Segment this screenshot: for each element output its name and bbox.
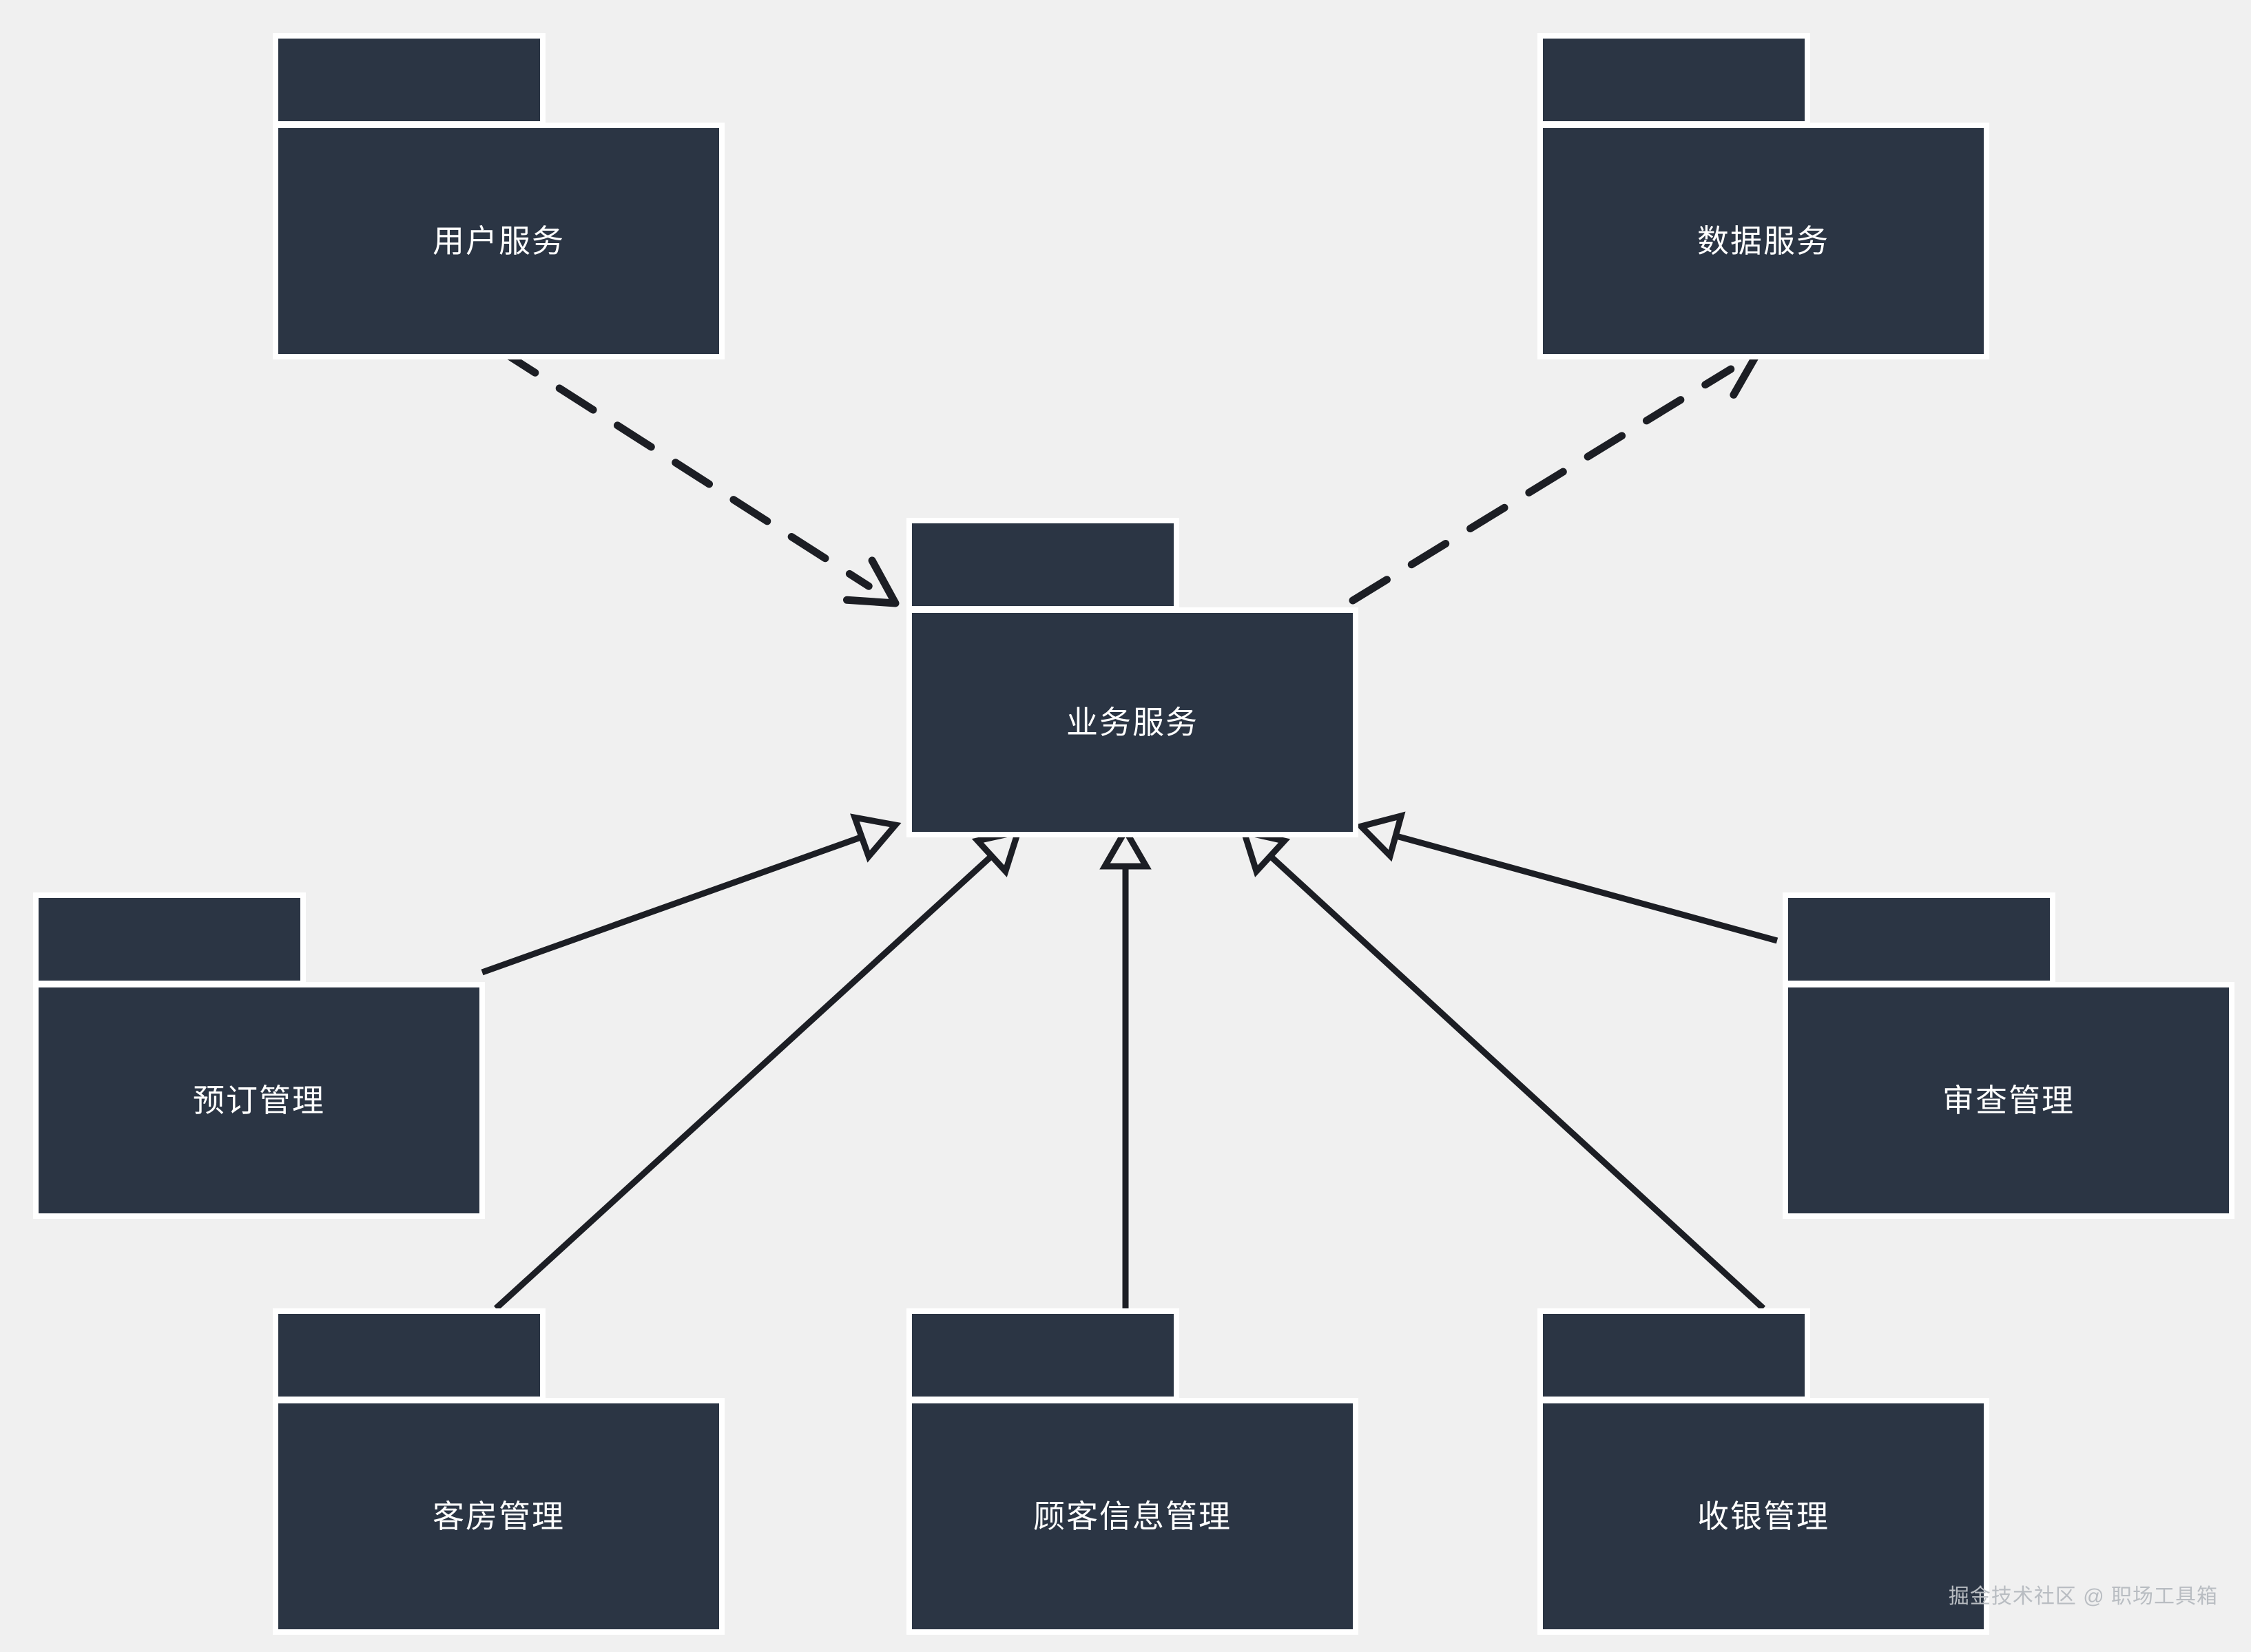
edge-customer-info-management-to-business-service — [1099, 824, 1152, 1308]
package-tab-data-service — [1537, 33, 1810, 127]
package-label-audit-management: 审查管理 — [1942, 1083, 2075, 1118]
package-body-room-management: 客房管理 — [273, 1398, 725, 1635]
package-label-room-management: 客房管理 — [433, 1498, 565, 1534]
package-body-data-service: 数据服务 — [1537, 123, 1989, 359]
arrowhead-generalization-room-management-to-business-service — [971, 827, 1023, 878]
edge-booking-management-to-business-service — [481, 813, 902, 976]
package-label-booking-management: 预订管理 — [193, 1083, 325, 1118]
package-label-business-service: 业务服务 — [1066, 704, 1199, 740]
package-tab-audit-management — [1783, 892, 2055, 986]
package-label-data-service: 数据服务 — [1697, 223, 1829, 259]
package-label-cashier-management: 收银管理 — [1697, 1498, 1829, 1534]
package-body-audit-management: 审查管理 — [1783, 982, 2234, 1219]
package-body-business-service: 业务服务 — [906, 607, 1358, 837]
package-tab-cashier-management — [1537, 1308, 1810, 1402]
edge-cashier-management-to-business-service — [1239, 827, 1766, 1311]
edge-line-room-management-to-business-service — [493, 853, 994, 1311]
package-body-booking-management: 预订管理 — [33, 982, 485, 1219]
package-tab-booking-management — [33, 892, 306, 986]
package-tab-customer-info-management — [906, 1308, 1179, 1402]
arrowhead-generalization-audit-management-to-business-service — [1355, 811, 1406, 862]
package-tab-user-service — [273, 33, 546, 127]
edge-room-management-to-business-service — [493, 827, 1023, 1311]
edge-line-booking-management-to-business-service — [481, 834, 863, 976]
edge-audit-management-to-business-service — [1355, 811, 1778, 944]
watermark: 掘金技术社区 @ 职场工具箱 — [1948, 1585, 2218, 1608]
package-tab-room-management — [273, 1308, 546, 1402]
edge-business-service-to-data-service — [1349, 348, 1762, 605]
arrowhead-dependency-user-service-to-business-service — [842, 556, 900, 607]
package-body-customer-info-management: 顾客信息管理 — [906, 1398, 1358, 1635]
package-body-user-service: 用户服务 — [273, 123, 725, 359]
edge-line-cashier-management-to-business-service — [1268, 853, 1766, 1311]
package-tab-business-service — [906, 518, 1179, 611]
package-body-cashier-management: 收银管理 — [1537, 1398, 1989, 1635]
edge-line-audit-management-to-business-service — [1394, 833, 1778, 944]
arrowhead-generalization-booking-management-to-business-service — [850, 813, 902, 863]
edge-line-user-service-to-business-service — [497, 347, 873, 590]
edge-line-business-service-to-data-service — [1349, 365, 1735, 605]
package-label-customer-info-management: 顾客信息管理 — [1033, 1498, 1232, 1534]
edge-user-service-to-business-service — [497, 347, 900, 607]
arrowhead-generalization-cashier-management-to-business-service — [1239, 827, 1291, 878]
package-label-user-service: 用户服务 — [433, 223, 565, 259]
